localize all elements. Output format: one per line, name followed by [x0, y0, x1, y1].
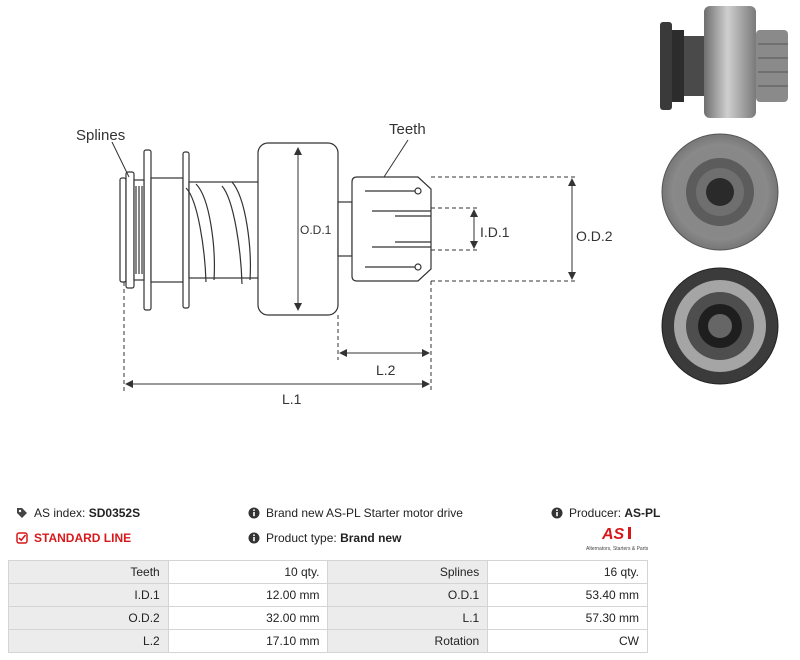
spec-value: 10 qty.: [167, 560, 329, 584]
as-index-label: AS index:: [34, 506, 86, 520]
description-text: Brand new AS-PL Starter motor drive: [266, 506, 463, 520]
spec-value: 12.00 mm: [167, 583, 329, 607]
label-od1: O.D.1: [300, 223, 332, 237]
standard-line-text: STANDARD LINE: [34, 531, 132, 545]
photo-side-view: [660, 6, 788, 118]
as-index: AS index: SD0352S: [16, 506, 140, 520]
technical-drawing: Splines Teeth O.D.1 I.D.1 O.D.2 L.2 L.1: [76, 121, 613, 407]
product-type-label: Product type:: [266, 531, 337, 545]
spec-value: 16 qty.: [487, 560, 648, 584]
producer-value: AS-PL: [624, 506, 661, 520]
shaft: [337, 201, 353, 257]
label-l2: L.2: [376, 362, 396, 378]
label-teeth: Teeth: [389, 121, 426, 138]
info-icon: [551, 507, 563, 519]
spec-label: Splines: [327, 560, 489, 584]
label-id1: I.D.1: [480, 224, 510, 240]
spec-label: L.2: [8, 629, 169, 653]
spec-value: 53.40 mm: [487, 583, 648, 607]
spring-coil: [221, 185, 243, 285]
spec-label: I.D.1: [8, 583, 169, 607]
product-photos: [660, 6, 788, 385]
spec-label: Rotation: [327, 629, 489, 653]
spec-label: Teeth: [8, 560, 169, 584]
producer: Producer: AS-PL: [551, 506, 660, 520]
product-type: Product type: Brand new: [248, 531, 401, 545]
flange-plate: [143, 149, 152, 311]
photo-pinion-end: [661, 133, 779, 251]
tag-icon: [17, 508, 27, 518]
collar: [182, 151, 190, 309]
spec-value: 57.30 mm: [487, 606, 648, 630]
spec-label: O.D.1: [327, 583, 489, 607]
flange-plate: [119, 177, 127, 283]
spec-label: O.D.2: [8, 606, 169, 630]
clutch-body: [150, 177, 184, 283]
photo-spline-end: [661, 267, 779, 385]
label-l1: L.1: [282, 391, 302, 407]
logo-tagline: Alternators, Starters & Parts: [586, 546, 649, 552]
producer-label: Producer:: [569, 506, 622, 520]
spring-sleeve: [188, 181, 260, 279]
description: Brand new AS-PL Starter motor drive: [248, 506, 463, 520]
pinion-gear: [351, 176, 432, 282]
standard-line: STANDARD LINE: [16, 531, 131, 545]
label-splines: Splines: [76, 127, 125, 144]
spec-value: 17.10 mm: [167, 629, 329, 653]
label-od2: O.D.2: [576, 228, 613, 244]
spring-coil: [185, 187, 207, 283]
product-type-value: Brand new: [340, 531, 402, 545]
info-icon: [248, 532, 260, 544]
logo-mark: AS: [601, 526, 625, 543]
spec-value: 32.00 mm: [167, 606, 329, 630]
spec-value: CW: [487, 629, 648, 653]
spec-label: L.1: [327, 606, 489, 630]
check-square-icon: [16, 532, 28, 544]
flange-plate: [125, 171, 135, 289]
as-pl-logo: AS Alternators, Starters & Parts: [586, 526, 649, 552]
as-index-value: SD0352S: [88, 506, 141, 520]
info-icon: [248, 507, 260, 519]
